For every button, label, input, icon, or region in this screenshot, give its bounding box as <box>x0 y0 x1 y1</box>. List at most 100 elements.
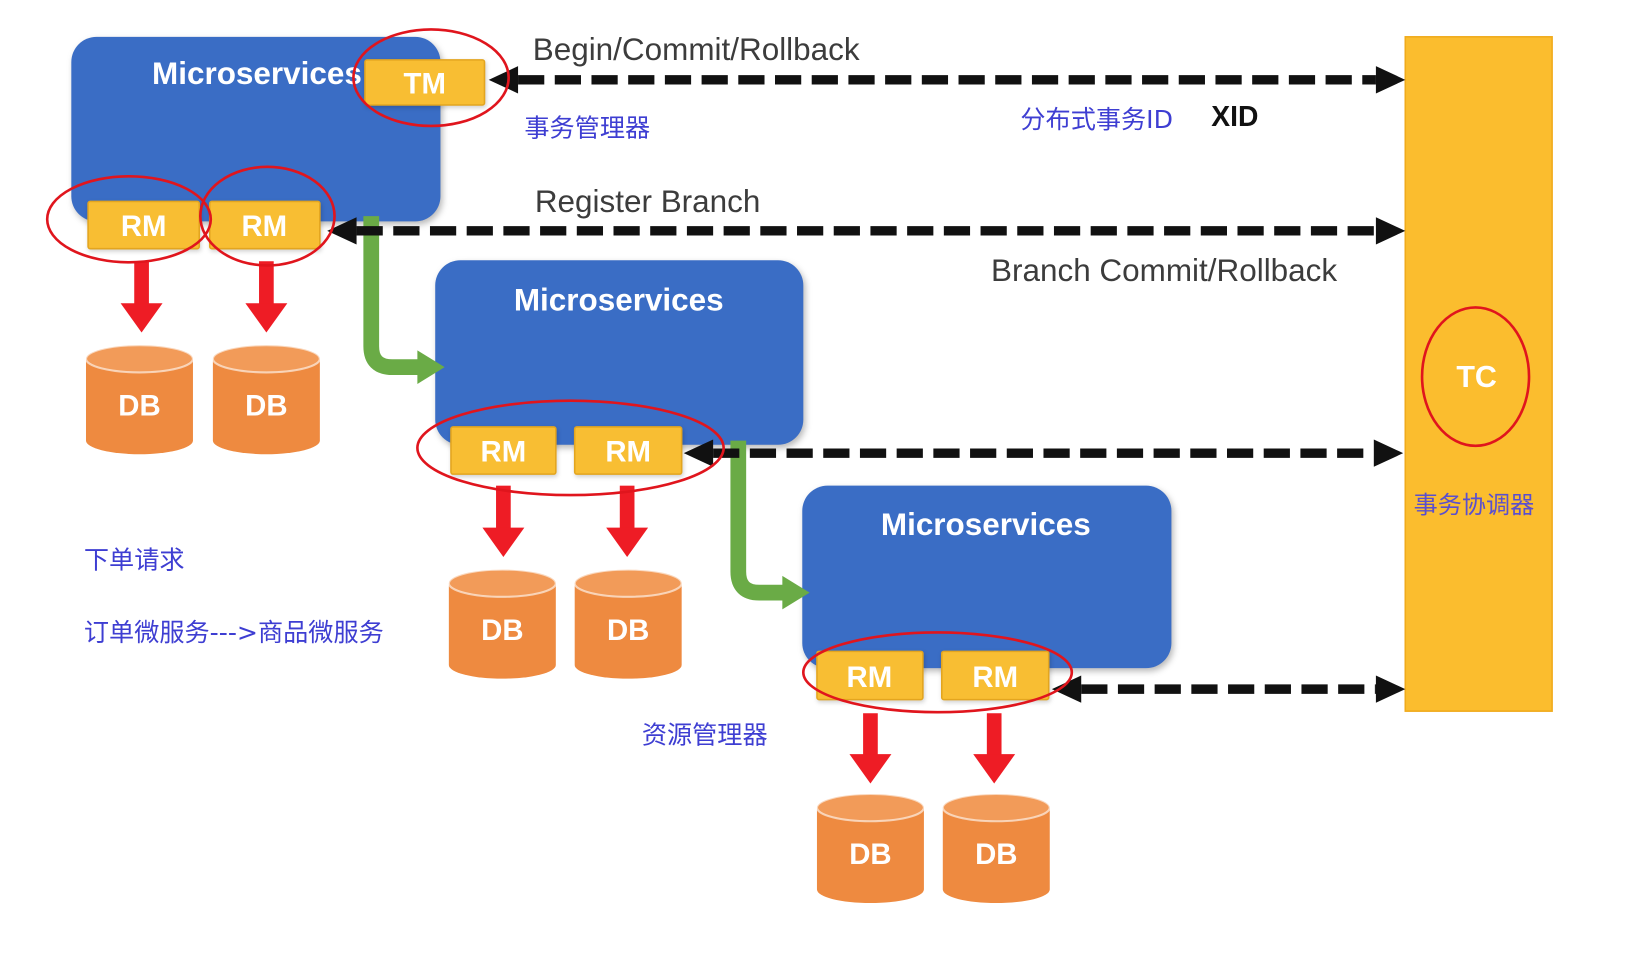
db-arrow-head <box>849 754 892 784</box>
register-branch-label: Register Branch <box>535 184 761 219</box>
database-top <box>941 792 1051 823</box>
rm-box: RM <box>940 650 1050 701</box>
database-label: DB <box>245 389 287 422</box>
transaction-coordinator: TC <box>1404 36 1553 712</box>
db-arrow <box>120 261 163 333</box>
db-arrow-head <box>973 754 1016 784</box>
arrowhead-left <box>683 439 714 467</box>
db-arrow <box>849 713 892 784</box>
database-body <box>574 583 682 679</box>
arrowhead-left <box>327 217 357 245</box>
database-cylinder: DB <box>941 792 1051 904</box>
db-arrow-shaft <box>986 713 1002 757</box>
branch-commit-rollback-label: Branch Commit/Rollback <box>991 253 1337 288</box>
begin-commit-rollback-label: Begin/Commit/Rollback <box>533 32 860 67</box>
database-top <box>573 568 683 598</box>
tm-rect <box>364 59 486 106</box>
microservice-title: Microservices <box>514 283 724 318</box>
database-label: DB <box>975 838 1017 871</box>
db-arrow-head <box>245 303 288 333</box>
db-arrow-shaft <box>496 485 511 530</box>
db-arrow-shaft <box>134 261 149 306</box>
call-chain-note: 订单微服务--->商品微服务 <box>84 618 384 647</box>
microservice-3: Microservices <box>802 485 1172 669</box>
tc-label: TC <box>1456 360 1497 394</box>
database-top <box>815 792 925 823</box>
call-flow-arrowhead <box>417 350 445 384</box>
arrowhead-right <box>1375 66 1406 94</box>
database-cylinder: DB <box>447 568 557 679</box>
highlight-ellipse-rm-pair <box>802 631 1074 714</box>
tc-caption: 事务协调器 <box>1414 491 1535 519</box>
tm-label: TM <box>404 67 446 100</box>
rm-label: RM <box>481 436 527 469</box>
db-arrow-shaft <box>619 485 635 530</box>
db-arrow <box>245 261 288 333</box>
microservice-2: Microservices <box>435 260 804 445</box>
rm-box: RM <box>450 426 557 475</box>
highlight-ellipse-tm <box>352 28 510 128</box>
arrowhead-right <box>1375 675 1406 703</box>
rm-rect <box>816 650 924 701</box>
branch-arrow-service-2 <box>683 439 1404 467</box>
database-cylinder: DB <box>84 344 195 455</box>
database-body <box>85 358 193 455</box>
microservice-title: Microservices <box>152 56 362 91</box>
rm-box: RM <box>208 200 321 250</box>
arrowhead-left <box>488 66 519 94</box>
branch-arrow-service-3 <box>1051 675 1406 703</box>
call-flow-arrow-2 <box>730 440 810 610</box>
database-body <box>212 358 320 455</box>
rm-box: RM <box>87 200 201 250</box>
microservice-box <box>435 260 804 445</box>
arrowhead-left <box>1051 675 1082 703</box>
rm-label: RM <box>241 210 287 243</box>
db-arrow-head <box>606 527 649 557</box>
call-flow-arrow-1 <box>363 216 445 384</box>
register-branch-arrow <box>327 217 1406 245</box>
transaction-manager-note: 事务管理器 <box>524 113 650 142</box>
arrowhead-right <box>1375 217 1406 245</box>
database-cylinder: DB <box>211 344 321 455</box>
rm-rect <box>87 200 201 250</box>
database-body <box>942 807 1050 904</box>
highlight-ellipse-tc <box>1420 306 1531 448</box>
resource-manager-note: 资源管理器 <box>642 721 768 750</box>
rm-label: RM <box>121 210 167 243</box>
order-request-note: 下单请求 <box>84 546 185 575</box>
db-arrow <box>973 713 1016 784</box>
database-label: DB <box>849 838 891 871</box>
database-cylinder: DB <box>815 792 925 904</box>
db-arrow-shaft <box>259 261 274 306</box>
rm-label: RM <box>972 661 1018 694</box>
begin-commit-rollback-arrow <box>488 66 1406 94</box>
microservice-box <box>71 36 441 222</box>
call-flow-line <box>730 440 784 601</box>
db-arrow <box>482 485 525 557</box>
xid-label: XID <box>1211 100 1258 132</box>
database-top <box>447 568 557 598</box>
database-body <box>448 583 556 679</box>
database-cylinder: DB <box>573 568 683 679</box>
highlight-ellipse-rm <box>198 165 336 267</box>
database-body <box>816 807 924 904</box>
call-flow-arrowhead <box>782 575 810 610</box>
db-arrow-head <box>482 527 525 557</box>
rm-label: RM <box>605 436 651 469</box>
call-flow-line <box>363 216 419 376</box>
rm-box: RM <box>573 426 683 475</box>
rm-rect <box>940 650 1050 701</box>
database-label: DB <box>118 389 160 422</box>
database-top <box>211 344 321 374</box>
arrowhead-right <box>1373 439 1404 467</box>
highlight-ellipse-rm <box>45 174 213 264</box>
rm-rect <box>450 426 557 475</box>
rm-label: RM <box>847 661 893 694</box>
microservice-box <box>802 485 1172 669</box>
database-label: DB <box>481 614 523 647</box>
microservice-title: Microservices <box>881 507 1091 542</box>
db-arrow-head <box>120 303 163 333</box>
database-label: DB <box>607 614 649 647</box>
rm-rect <box>573 426 683 475</box>
